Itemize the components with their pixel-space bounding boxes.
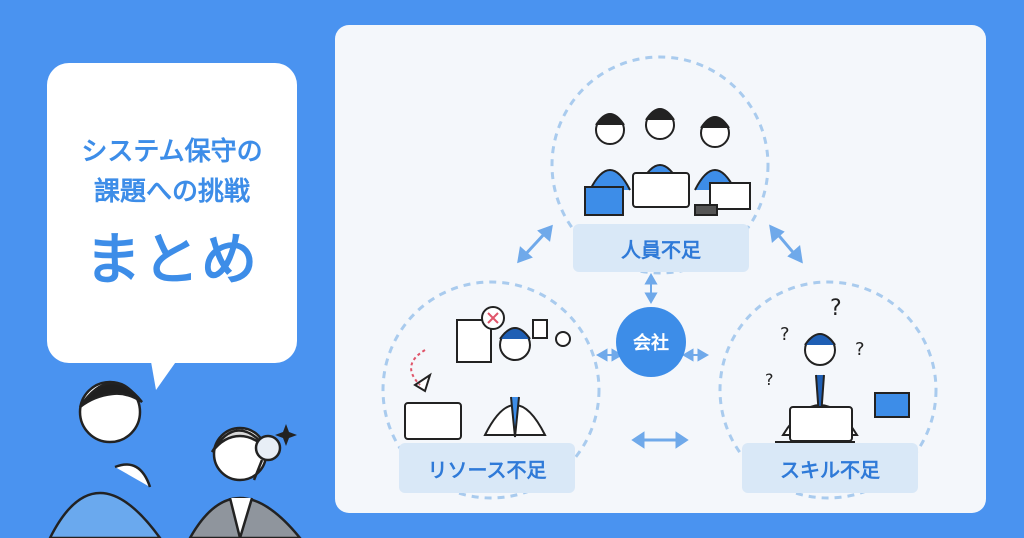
label-resource-shortage: リソース不足 [399,443,575,493]
title-line-3: まとめ [85,228,259,293]
label-skill-shortage: スキル不足 [742,443,918,493]
staff-circle [550,55,770,275]
bubble-tail [150,356,180,390]
title-line-2: 課題への挑戦 [93,177,250,207]
staff-shortage-illustration [584,108,751,216]
skill-circle [718,280,938,500]
thinking-people-illustration [48,380,302,538]
company-node: 会社 [616,307,686,377]
label-staff-shortage: 人員不足 [573,224,749,272]
svg-text:?: ? [830,296,842,321]
svg-text:?: ? [765,370,774,389]
diagram-graphics: ? ? ? ? [381,55,938,500]
diagram-panel: ? ? ? ? 人員不足 リソース不足 スキル不足 会社 [335,25,986,513]
svg-text:?: ? [780,324,790,345]
arrows [517,224,803,449]
skill-shortage-illustration: ? ? ? ? [765,296,910,442]
title-speech-bubble: システム保守の 課題への挑戦 まとめ [47,63,297,363]
resource-shortage-illustration [404,306,571,440]
title-line-1: システム保守の [81,137,263,167]
svg-text:?: ? [855,339,865,360]
resource-circle [381,280,601,500]
